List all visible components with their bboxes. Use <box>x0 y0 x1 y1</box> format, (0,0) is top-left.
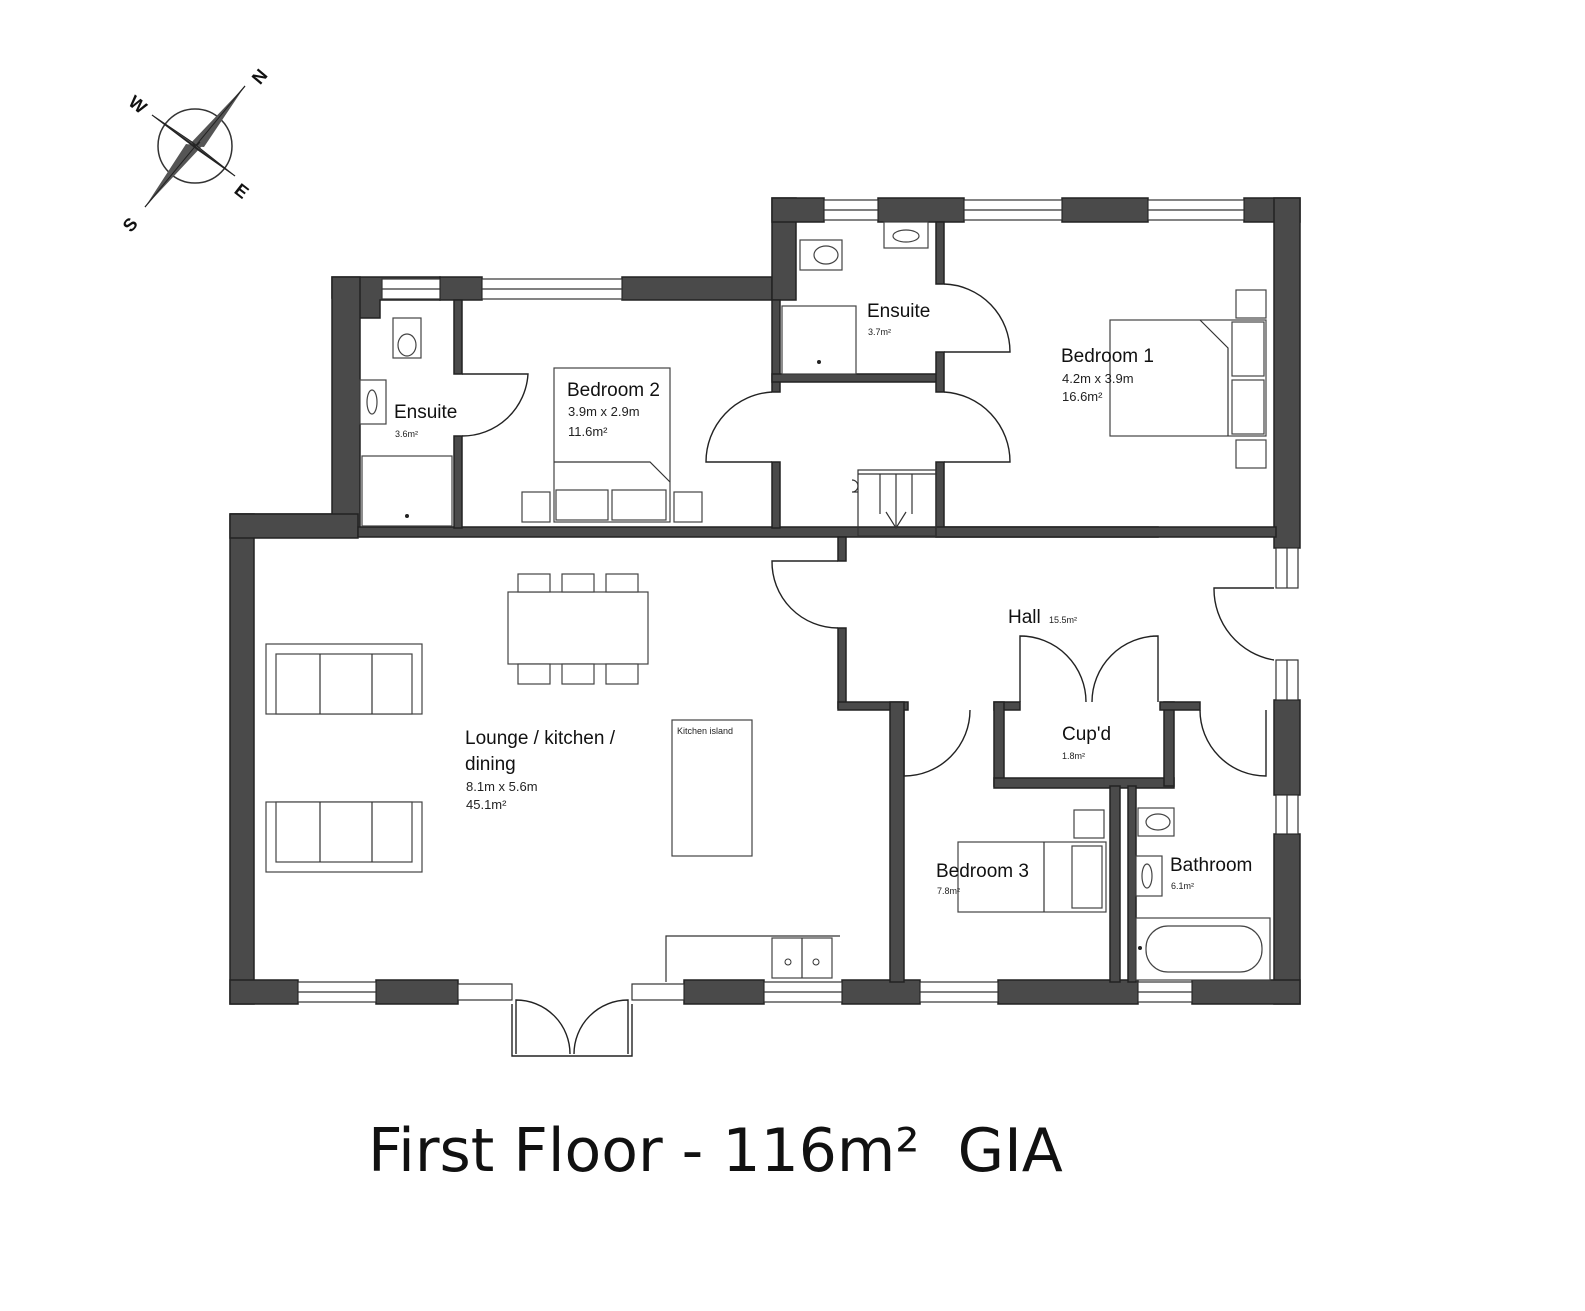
room-bedroom-2-area: 11.6m² <box>568 424 608 439</box>
doors <box>457 283 1275 1057</box>
room-bedroom-1-name: Bedroom 1 <box>1061 346 1154 367</box>
room-bedroom-3-area: 7.8m² <box>937 886 960 896</box>
room-bedroom-1-dims: 4.2m x 3.9m <box>1062 371 1134 386</box>
room-labels: Ensuite 3.6m² Bedroom 2 3.9m x 2.9m 11.6… <box>394 301 1252 896</box>
room-bathroom-name: Bathroom <box>1170 855 1252 876</box>
room-hall-area: 15.5m² <box>1049 615 1077 625</box>
windows <box>297 199 1299 1003</box>
room-ensuite-left: Ensuite 3.6m² <box>394 402 457 439</box>
room-cupboard: Cup'd 1.8m² <box>1062 724 1111 761</box>
kitchen-island-label: Kitchen island <box>677 726 733 736</box>
room-lounge-name-line1: Lounge / kitchen / <box>465 728 616 749</box>
compass-e-label: E <box>231 180 253 203</box>
room-bathroom-area: 6.1m² <box>1171 881 1194 891</box>
room-ensuite-left-name: Ensuite <box>394 402 457 423</box>
room-lounge: Lounge / kitchen / dining 8.1m x 5.6m 45… <box>465 728 616 812</box>
walls <box>229 197 1301 1005</box>
room-lounge-name-line2: dining <box>465 754 516 775</box>
room-hall: Hall 15.5m² <box>1008 607 1077 628</box>
room-lounge-area: 45.1m² <box>466 797 507 812</box>
room-bedroom-2-name: Bedroom 2 <box>567 380 660 401</box>
room-bedroom-2: Bedroom 2 3.9m x 2.9m 11.6m² <box>567 380 660 439</box>
compass-s-label: S <box>119 214 142 236</box>
plan-title: First Floor - 116m² GIA <box>368 1116 1063 1186</box>
room-cupboard-area: 1.8m² <box>1062 751 1085 761</box>
room-bedroom-1-area: 16.6m² <box>1062 389 1103 404</box>
room-ensuite-left-area: 3.6m² <box>395 429 418 439</box>
room-lounge-dims: 8.1m x 5.6m <box>466 779 538 794</box>
room-bedroom-1: Bedroom 1 4.2m x 3.9m 16.6m² <box>1061 346 1154 404</box>
compass-rose: N W E S <box>119 65 272 236</box>
room-bedroom-3: Bedroom 3 7.8m² <box>936 861 1029 896</box>
room-cupboard-name: Cup'd <box>1062 724 1111 745</box>
room-bedroom-3-name: Bedroom 3 <box>936 861 1029 882</box>
room-bathroom: Bathroom 6.1m² <box>1170 855 1252 891</box>
room-bedroom-2-dims: 3.9m x 2.9m <box>568 404 640 419</box>
room-ensuite-top-name: Ensuite <box>867 301 930 322</box>
compass-n-label: N <box>248 65 272 88</box>
stairs <box>851 473 936 530</box>
furniture <box>265 221 1271 982</box>
room-hall-name: Hall <box>1008 607 1041 628</box>
compass-w-label: W <box>125 92 151 118</box>
room-ensuite-top-area: 3.7m² <box>868 327 891 337</box>
room-ensuite-top: Ensuite 3.7m² <box>867 301 930 337</box>
